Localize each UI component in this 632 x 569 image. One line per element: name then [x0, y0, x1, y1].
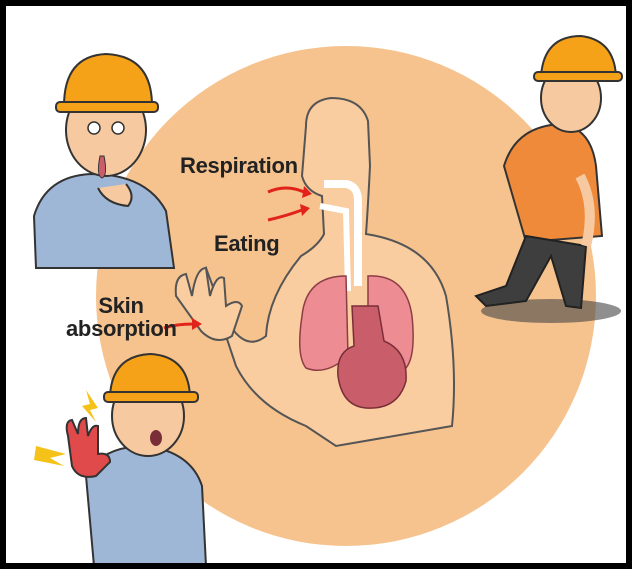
exposure-routes-illustration	[6, 6, 626, 563]
skin-absorption-line2: absorption	[66, 317, 176, 340]
person-burned-hand-icon	[34, 354, 206, 563]
skin-absorption-label: Skin absorption	[66, 294, 176, 340]
skin-absorption-line1: Skin	[66, 294, 176, 317]
eating-label: Eating	[214, 232, 279, 255]
respiration-label: Respiration	[180, 154, 298, 177]
